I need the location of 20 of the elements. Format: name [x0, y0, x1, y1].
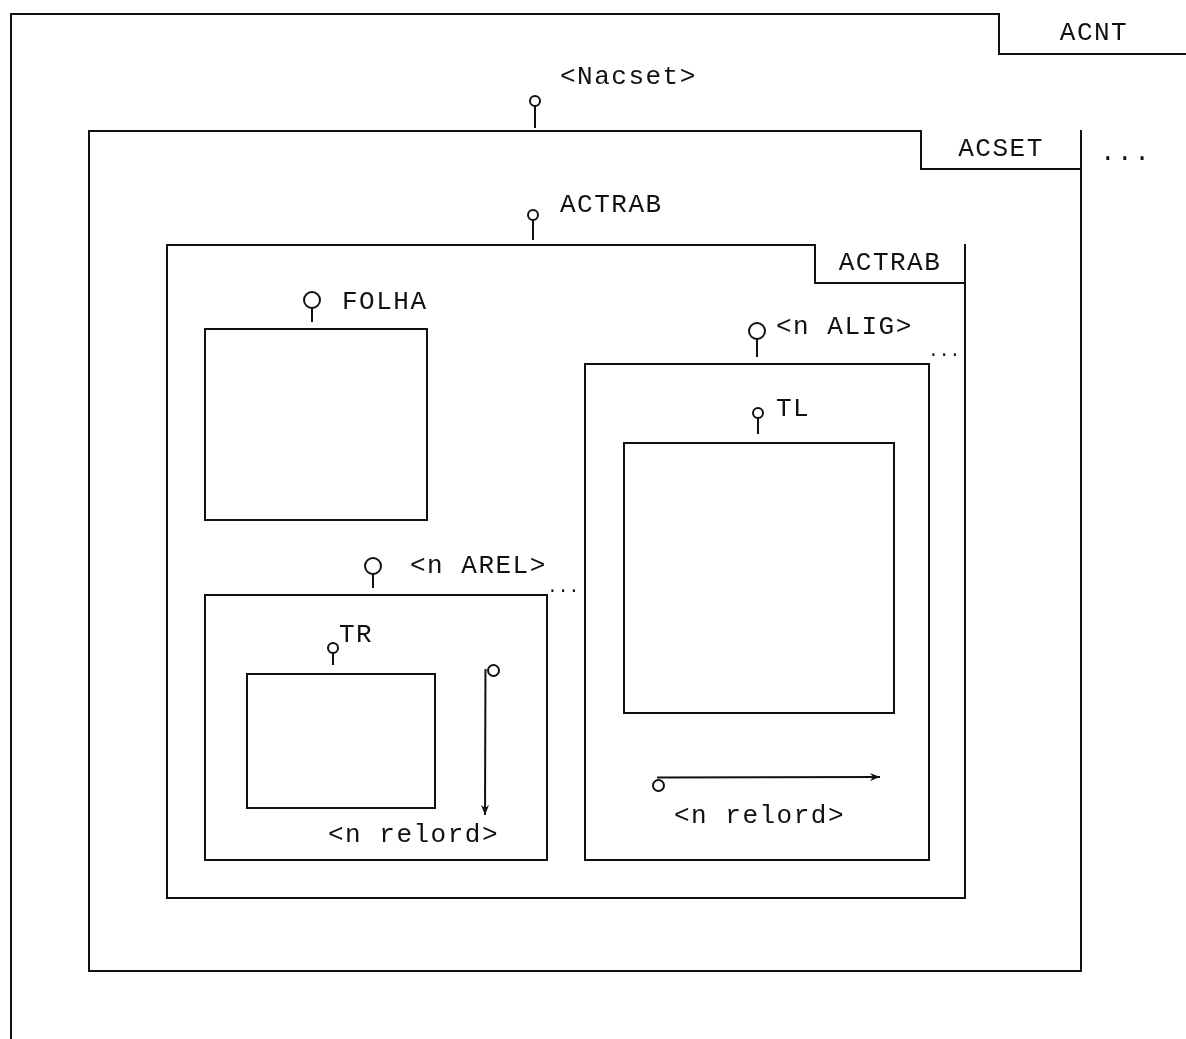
ellipsis-mark: ... [1100, 138, 1152, 168]
container-box [10, 13, 1186, 1039]
arrow [656, 773, 881, 781]
arrow [481, 668, 490, 816]
connector-circle [487, 664, 500, 677]
ellipsis-mark: ... [928, 340, 961, 363]
heading-label: <n ALIG> [776, 312, 913, 342]
heading-label: TL [776, 394, 811, 424]
heading-label: ACTRAB [560, 190, 663, 220]
name-tab: ACNT [998, 13, 1186, 55]
edge-label: <n relord> [328, 820, 500, 850]
heading-label: <n AREL> [410, 551, 547, 581]
heading-label: <Nacset> [560, 62, 697, 92]
ellipsis-mark: ... [547, 576, 580, 599]
name-tab: ACTRAB [814, 244, 964, 284]
heading-label: FOLHA [342, 287, 428, 317]
connector-circle [652, 779, 665, 792]
heading-label: TR [339, 620, 374, 650]
name-tab: ACSET [920, 130, 1080, 170]
edge-label: <n relord> [674, 801, 846, 831]
